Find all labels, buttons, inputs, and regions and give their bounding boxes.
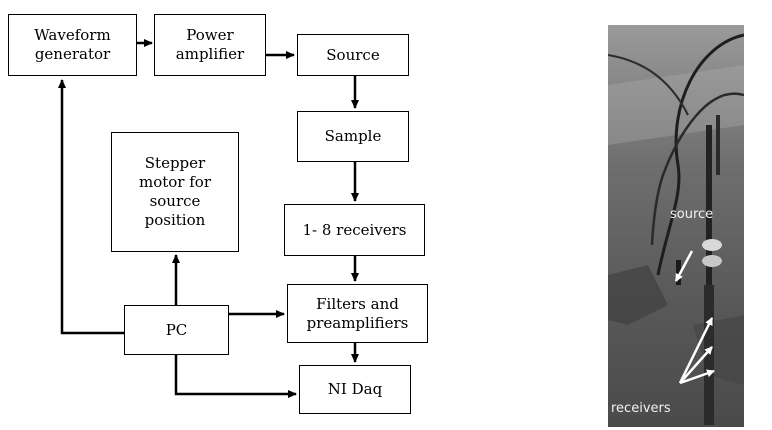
photo-receiver-arrow-1: [678, 317, 714, 384]
pc-box: PC: [124, 305, 229, 355]
photo-receivers-label: receivers: [611, 401, 671, 416]
ni-daq-box: NI Daq: [299, 365, 411, 414]
setup-photo: source receivers: [608, 25, 744, 427]
arrow-pc-to-waveform: [58, 79, 124, 335]
filters-box: Filters and preamplifiers: [287, 284, 428, 343]
arrow-pc-to-daq: [174, 355, 297, 398]
source-box: Source: [297, 34, 409, 76]
power-amplifier-box: Power amplifier: [154, 14, 266, 76]
photo-receiver-arrow-3: [679, 369, 715, 385]
photo-source-arrow: [674, 250, 694, 282]
stepper-motor-box: Stepper motor for source position: [111, 132, 239, 252]
photo-receiver-arrow-2: [679, 346, 713, 384]
sample-box: Sample: [297, 111, 409, 162]
photo-source-label: source: [670, 207, 714, 222]
setup-photo-drawing: [608, 25, 744, 427]
receivers-box: 1- 8 receivers: [284, 204, 425, 256]
waveform-generator-box: Waveform generator: [8, 14, 137, 76]
